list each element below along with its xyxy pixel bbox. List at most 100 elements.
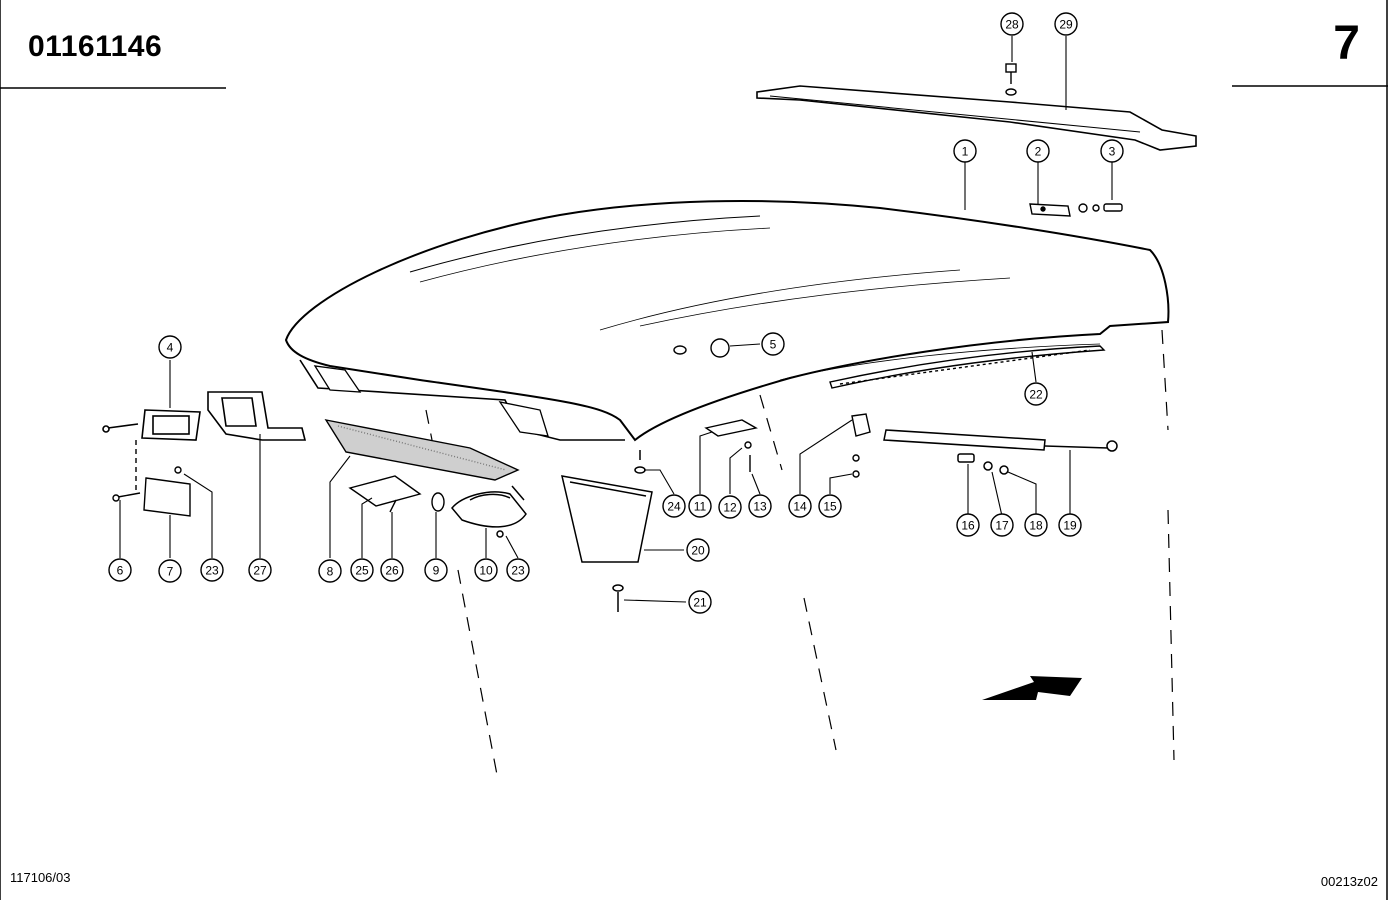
callout-label: 10	[479, 564, 493, 578]
callout-circle	[424, 558, 448, 582]
callout-label: 15	[823, 500, 837, 514]
direction-arrow-icon	[982, 676, 1082, 700]
alignment-lines	[425, 329, 1175, 781]
callout-circle	[474, 558, 498, 582]
callout-c14: 14	[788, 494, 812, 518]
callout-c23b: 23	[506, 558, 530, 582]
gas-strut-icon	[883, 429, 1118, 475]
lamp-housing-icon	[207, 391, 307, 441]
callout-c5: 5	[761, 332, 785, 356]
callout-circle	[1054, 12, 1078, 36]
callout-label: 29	[1059, 18, 1073, 32]
callout-label: 21	[693, 596, 707, 610]
callout-circle	[158, 335, 182, 359]
callout-circle	[953, 139, 977, 163]
callout-label: 28	[1005, 18, 1019, 32]
callout-c19: 19	[1058, 513, 1082, 537]
callout-circle	[380, 558, 404, 582]
callout-label: 23	[205, 564, 219, 578]
hinge-parts-icon	[704, 413, 871, 478]
callout-c28: 28	[1000, 12, 1024, 36]
callout-circle	[748, 494, 772, 518]
reversing-lamp-icon	[102, 409, 201, 441]
callout-c6: 6	[108, 558, 132, 582]
lamp-cover-icon	[348, 475, 445, 513]
callout-circle	[1100, 139, 1124, 163]
callout-label: 12	[723, 501, 737, 515]
callout-c15: 15	[818, 494, 842, 518]
callout-circle	[686, 538, 710, 562]
callout-circle	[662, 494, 686, 518]
callout-c26: 26	[380, 558, 404, 582]
page-number: 7	[1333, 17, 1360, 70]
callout-label: 8	[327, 565, 334, 579]
plug-icon	[673, 338, 730, 358]
callout-circle	[1058, 513, 1082, 537]
callout-circle	[688, 590, 712, 614]
callout-c13: 13	[748, 494, 772, 518]
part-number-title: 01161146	[28, 30, 163, 63]
callout-circle	[108, 558, 132, 582]
lock-hook-icon	[1029, 203, 1123, 217]
callout-circle	[788, 494, 812, 518]
rear-spoiler-strip	[756, 85, 1197, 151]
callout-c8: 8	[318, 559, 342, 583]
callout-label: 3	[1109, 145, 1116, 159]
callout-label: 24	[667, 500, 681, 514]
callout-label: 18	[1029, 519, 1043, 533]
callout-label: 11	[694, 500, 707, 514]
license-plate-lamp-icon	[451, 485, 527, 538]
callout-circle	[1024, 382, 1048, 406]
cover-plate-icon	[112, 440, 191, 517]
trunk-lid	[284, 199, 1170, 442]
callout-circle	[158, 559, 182, 583]
callout-label: 20	[691, 544, 705, 558]
callout-label: 2	[1035, 145, 1042, 159]
callout-circle	[956, 513, 980, 537]
callout-label: 9	[433, 564, 440, 578]
callout-c27: 27	[248, 558, 272, 582]
callout-c11: 11	[688, 494, 712, 518]
lid-seal-strip	[829, 345, 1106, 389]
callout-c1: 1	[953, 139, 977, 163]
callout-c24: 24	[662, 494, 686, 518]
callout-c23a: 23	[200, 558, 224, 582]
callout-label: 14	[793, 500, 807, 514]
callout-label: 13	[753, 500, 767, 514]
callout-c4: 4	[158, 335, 182, 359]
callout-c12: 12	[718, 495, 742, 519]
callout-label: 27	[253, 564, 267, 578]
callout-c20: 20	[686, 538, 710, 562]
callout-circle	[1026, 139, 1050, 163]
callout-c17: 17	[990, 513, 1014, 537]
callout-c2: 2	[1026, 139, 1050, 163]
callout-circle	[1000, 12, 1024, 36]
callout-label: 22	[1029, 388, 1043, 402]
callout-circle	[248, 558, 272, 582]
callout-c25: 25	[350, 558, 374, 582]
callout-circle	[350, 558, 374, 582]
strip-bolt-icon	[1005, 63, 1017, 96]
callout-label: 6	[117, 564, 124, 578]
callout-label: 26	[385, 564, 399, 578]
callout-label: 16	[961, 519, 975, 533]
callout-c21: 21	[688, 590, 712, 614]
callout-circle	[718, 495, 742, 519]
callout-label: 25	[355, 564, 369, 578]
callout-circle	[818, 494, 842, 518]
leader-lines	[119, 36, 1113, 603]
callout-c18: 18	[1024, 513, 1048, 537]
callout-c22: 22	[1024, 382, 1048, 406]
callout-circle	[688, 494, 712, 518]
footer-right-code: 00213z02	[1320, 874, 1378, 889]
callout-circle	[761, 332, 785, 356]
footer-left-code: 117106/03	[10, 870, 71, 885]
callout-label: 5	[770, 338, 777, 352]
callout-circle	[990, 513, 1014, 537]
callout-label: 19	[1063, 519, 1077, 533]
callout-label: 1	[962, 145, 969, 159]
